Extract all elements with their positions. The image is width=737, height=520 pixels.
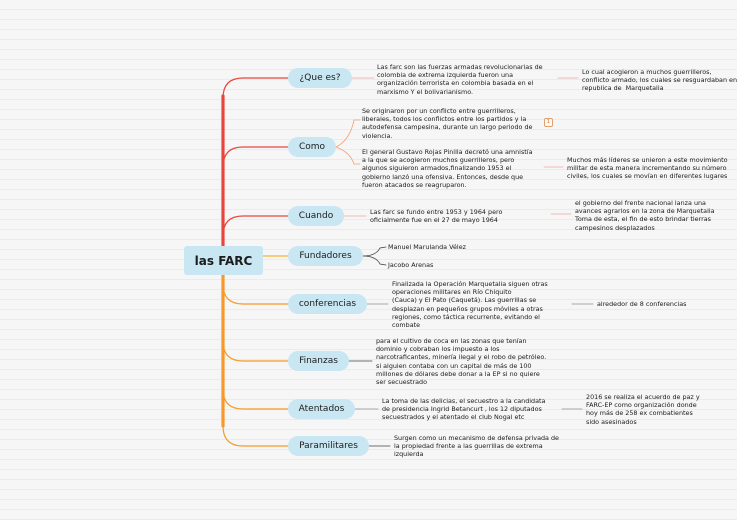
atentados-note: La toma de las delicias, el secuestro a … bbox=[382, 397, 546, 422]
atentados-subnote: 2016 se realiza el acuerdo de paz y FARC… bbox=[586, 393, 700, 426]
node-atentados[interactable]: Atentados bbox=[288, 399, 355, 419]
como-note-amnistia: El general Gustavo Rojas Pinilla decretó… bbox=[362, 148, 533, 189]
node-que-es[interactable]: ¿Que es? bbox=[288, 68, 352, 88]
link-como-2 bbox=[335, 146, 361, 165]
root-node[interactable]: las FARC bbox=[184, 246, 263, 275]
cuando-subnote: el gobierno del frente nacional lanza un… bbox=[575, 199, 715, 232]
node-conferencias[interactable]: conferencias bbox=[288, 294, 367, 314]
conferencias-subnote: alrededor de 8 conferencias bbox=[597, 300, 687, 308]
link-como-1 bbox=[335, 119, 361, 148]
node-cuando[interactable]: Cuando bbox=[288, 206, 344, 226]
node-paramilitares[interactable]: Paramilitares bbox=[288, 436, 369, 456]
que-es-subnote: Lo cual acogieron a muchos guerrilleros,… bbox=[582, 68, 737, 93]
que-es-note: Las farc son las fuerzas armadas revoluc… bbox=[377, 63, 543, 96]
como-subnote: Muchos más líderes se unieron a este mov… bbox=[567, 156, 728, 181]
connector-upper-2 bbox=[222, 215, 289, 237]
finanzas-note: para el cultivo de coca en las zonas que… bbox=[376, 337, 547, 387]
connector-upper-1 bbox=[222, 146, 289, 168]
connector-upper-0 bbox=[222, 77, 289, 99]
node-finanzas[interactable]: Finanzas bbox=[288, 351, 349, 371]
link-fundador-1 bbox=[362, 246, 387, 257]
paramilitares-note: Surgen como un mecanismo de defensa priv… bbox=[394, 434, 559, 459]
connector-lower-2 bbox=[222, 388, 289, 410]
cuando-note: Las farc se fundo entre 1953 y 1964 pero… bbox=[370, 208, 503, 225]
node-como[interactable]: Como bbox=[288, 137, 336, 157]
note-marker-icon[interactable]: 1 bbox=[544, 118, 553, 127]
como-note-origin: Se originaron por un conflicto entre gue… bbox=[362, 107, 533, 140]
connector-lower-1 bbox=[222, 340, 289, 362]
founder-marulanda: Manuel Marulanda Vélez bbox=[388, 243, 466, 251]
node-fundadores[interactable]: Fundadores bbox=[288, 246, 363, 266]
link-fundador-2 bbox=[362, 255, 387, 266]
connector-lower-3 bbox=[222, 425, 289, 447]
conferencias-note: Finalizada la Operación Marquetalia sigu… bbox=[392, 280, 548, 330]
connector-lower-0 bbox=[222, 283, 289, 305]
mindmap-connectors bbox=[221, 77, 594, 447]
founder-arenas: Jacobo Arenas bbox=[388, 261, 434, 269]
